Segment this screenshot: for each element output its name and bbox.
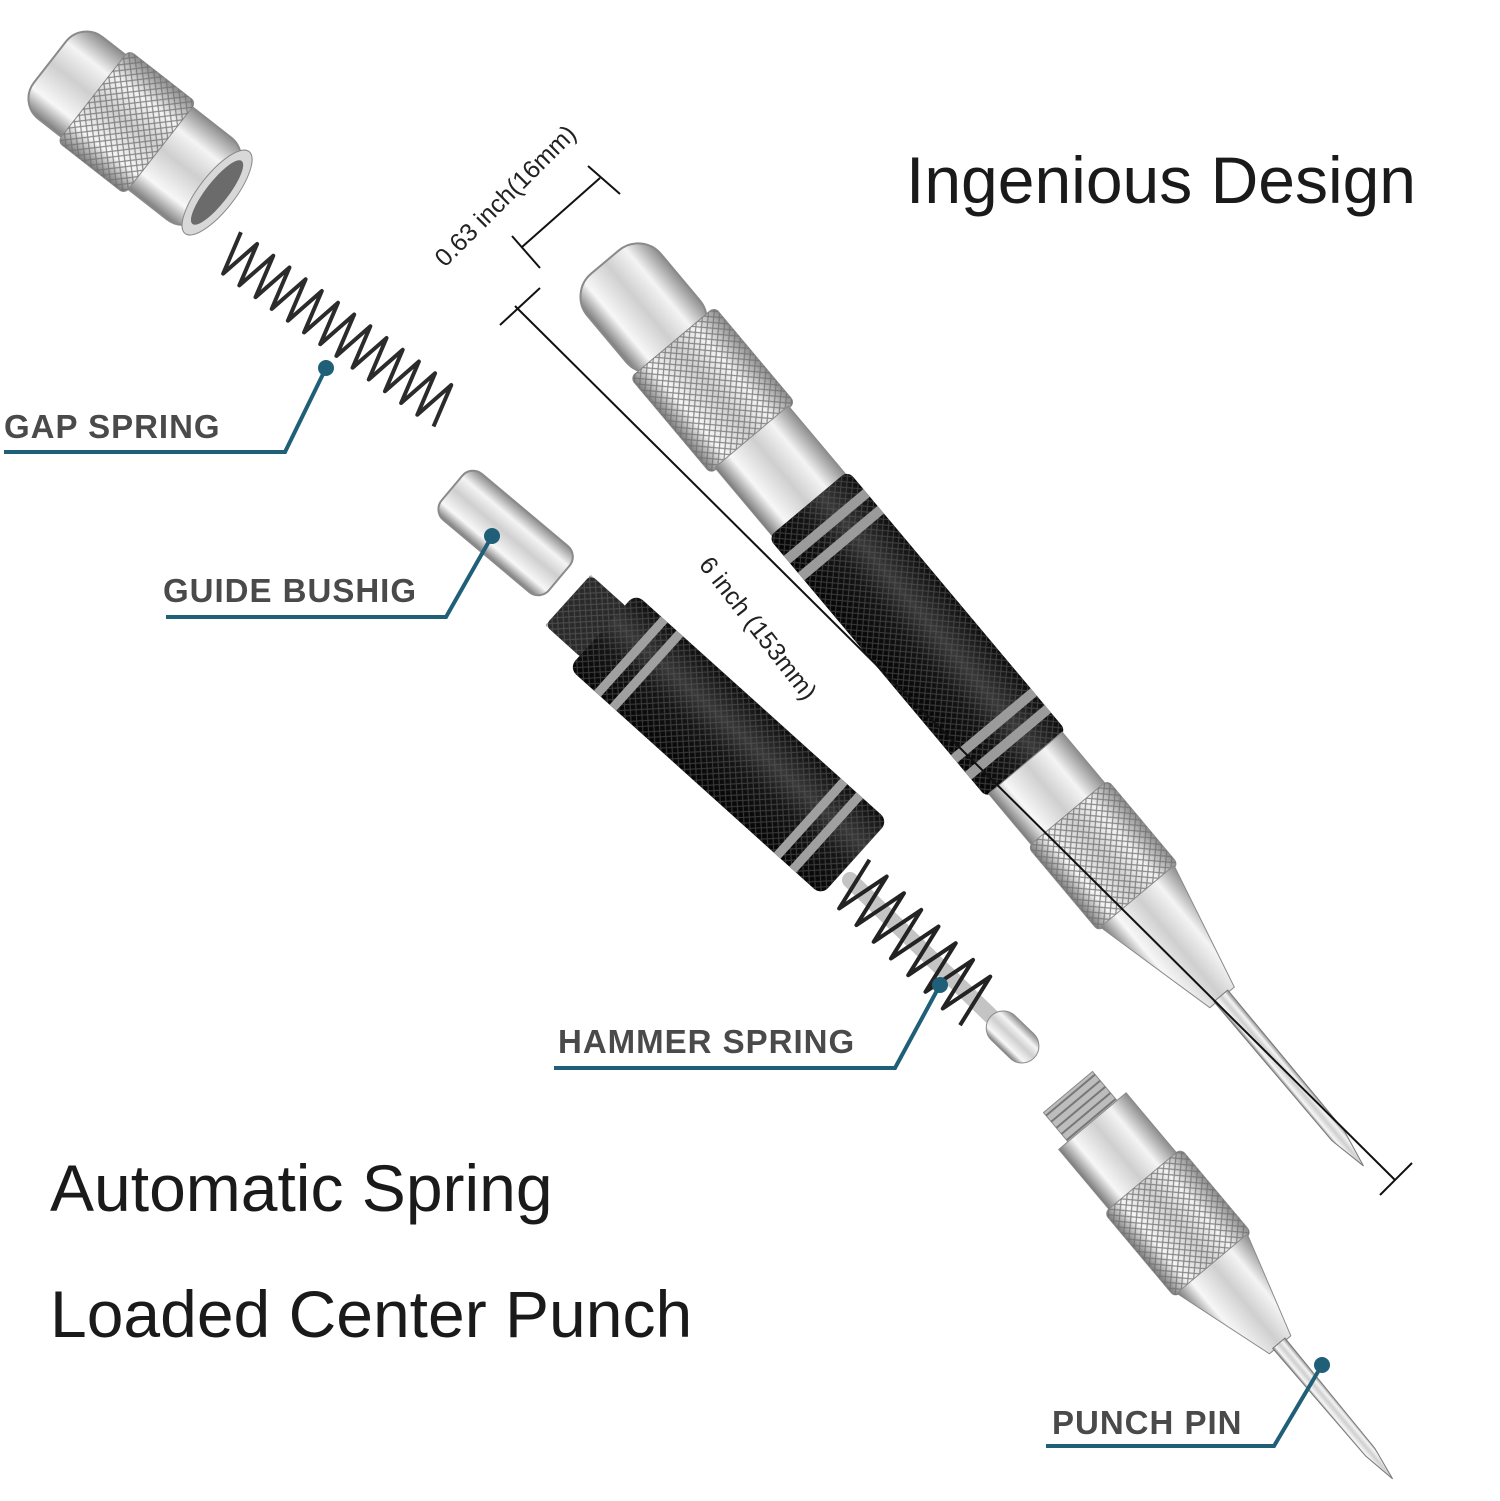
callout-leaders [4,367,1324,1448]
diameter-label: 0.63 inch(16mm) [429,120,581,272]
punch-pin-leader [1046,1363,1324,1448]
punch-pin-dot [1314,1357,1330,1373]
guide-bushing-part [437,469,574,597]
callout-dots [318,360,1330,1373]
headline-automatic-spring: Automatic Spring [50,1151,553,1225]
gap-spring-dot [318,360,334,376]
diameter-dimension [511,165,621,269]
callout-gap-spring: GAP SPRING [4,408,221,445]
punch-pin-part [1042,1070,1394,1480]
assembled-taper [1099,864,1235,1009]
callout-guide-bushing: GUIDE BUSHIG [163,572,418,609]
guide-bushing-dot [484,528,500,544]
hammer-spring-part [837,858,1040,1064]
length-dimension [499,287,1413,1196]
hammer-body-part [545,574,885,892]
assembled-center-punch [579,242,1364,1167]
gap-spring-part [221,231,454,428]
gap-spring-leader [4,367,328,454]
headline-loaded-center-punch: Loaded Center Punch [50,1277,693,1351]
callout-hammer-spring: HAMMER SPRING [558,1023,856,1060]
hammer-spring-dot [932,977,948,993]
exploded-cap [27,30,253,236]
headline-ingenious-design: Ingenious Design [906,143,1417,217]
hammer-spring-leader [554,984,942,1070]
callout-punch-pin: PUNCH PIN [1052,1404,1243,1441]
guide-bushing-leader [166,535,494,619]
assembled-pin [1213,989,1364,1167]
